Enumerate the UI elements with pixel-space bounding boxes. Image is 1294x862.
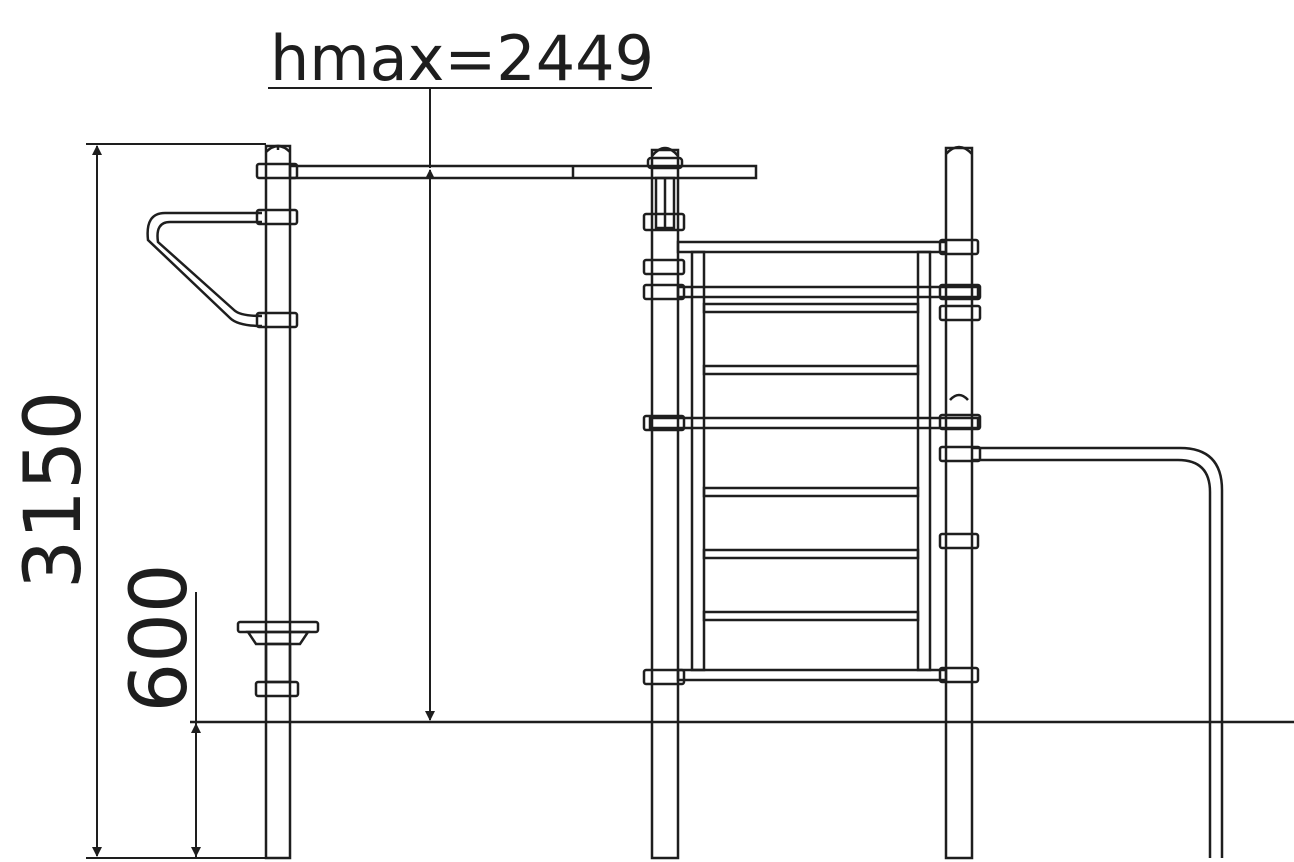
left-step	[236, 620, 320, 698]
right-post	[938, 145, 982, 860]
base-height-label: 600	[115, 564, 205, 713]
right-bent-bar	[972, 446, 1224, 858]
middle-post	[642, 146, 686, 860]
dimension-hmax	[268, 87, 652, 721]
ladder	[648, 240, 980, 682]
left-post	[255, 144, 299, 860]
hmax-label: hmax=2449	[270, 22, 654, 95]
top-bar	[288, 164, 758, 180]
total-height-label: 3150	[9, 391, 99, 590]
left-handle	[146, 211, 263, 328]
dimension-total-height	[86, 143, 266, 859]
